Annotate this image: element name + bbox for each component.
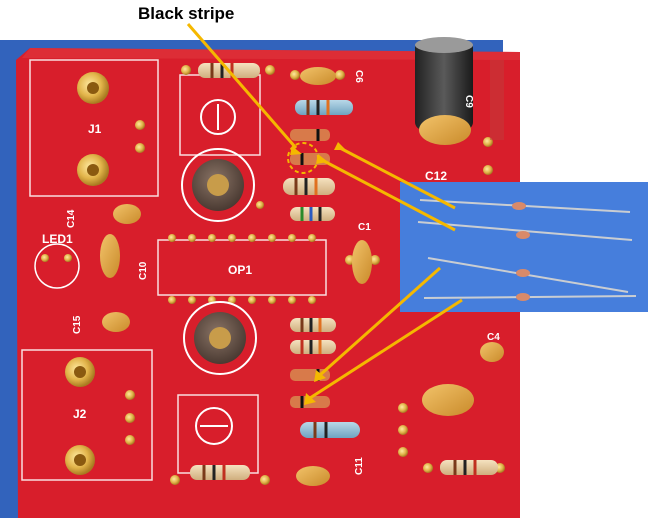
label-c1: C1 [358, 222, 371, 233]
diode-inset-photo [400, 182, 648, 312]
label-c9: C9 [463, 95, 474, 108]
callout-arrow [186, 23, 463, 405]
label-c4: C4 [487, 332, 500, 343]
label-c14: C14 [66, 209, 77, 228]
label-c6: C6 [353, 70, 364, 83]
annotation-label: Black stripe [138, 4, 235, 23]
label-led1: LED1 [42, 232, 73, 246]
label-c10: C10 [138, 261, 149, 280]
label-c15: C15 [72, 315, 83, 334]
label-c12: C12 [425, 169, 447, 183]
label-op1: OP1 [228, 263, 252, 277]
label-c11: C11 [354, 457, 365, 475]
label-j2: J2 [73, 407, 87, 421]
label-j1: J1 [88, 122, 102, 136]
